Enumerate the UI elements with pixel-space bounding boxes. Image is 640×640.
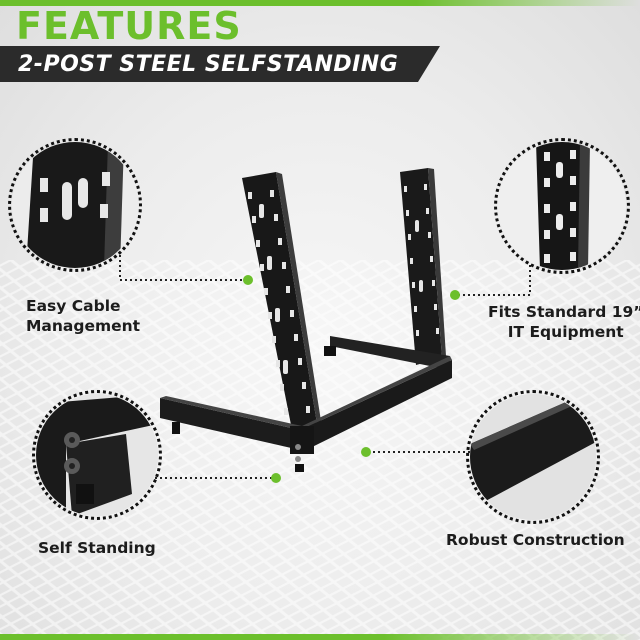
rack-product-image (160, 168, 452, 472)
green-dot-icon (271, 473, 281, 483)
feature-label-line: Easy Cable (26, 297, 121, 315)
feature-label-line: Fits Standard 19” (488, 303, 640, 321)
green-dot-icon (361, 447, 371, 457)
bottom-accent-rule (0, 634, 640, 640)
feature-label-line: Self Standing (38, 539, 156, 557)
feature-label-standard-fit: Fits Standard 19” IT Equipment (488, 302, 640, 342)
callout-ring-robust-construction (466, 390, 600, 524)
feature-label-line: IT Equipment (507, 323, 624, 341)
feature-label-robust-construction: Robust Construction (446, 530, 625, 550)
green-dot-icon (243, 275, 253, 285)
page-subtitle: 2-POST STEEL SELFSTANDING (18, 52, 399, 77)
callout-ring-self-standing (32, 390, 162, 520)
top-accent-rule (0, 0, 640, 6)
callout-ring-standard-fit (494, 138, 630, 274)
subtitle-banner (0, 46, 440, 82)
feature-label-line: Robust Construction (446, 531, 625, 549)
feature-label-cable-management: Easy Cable Management (26, 296, 140, 336)
feature-label-line: Management (26, 317, 141, 335)
green-dot-icon (450, 290, 460, 300)
callout-ring-cable-management (8, 138, 142, 272)
page-title: FEATURES (16, 4, 242, 48)
feature-label-self-standing: Self Standing (38, 538, 156, 558)
